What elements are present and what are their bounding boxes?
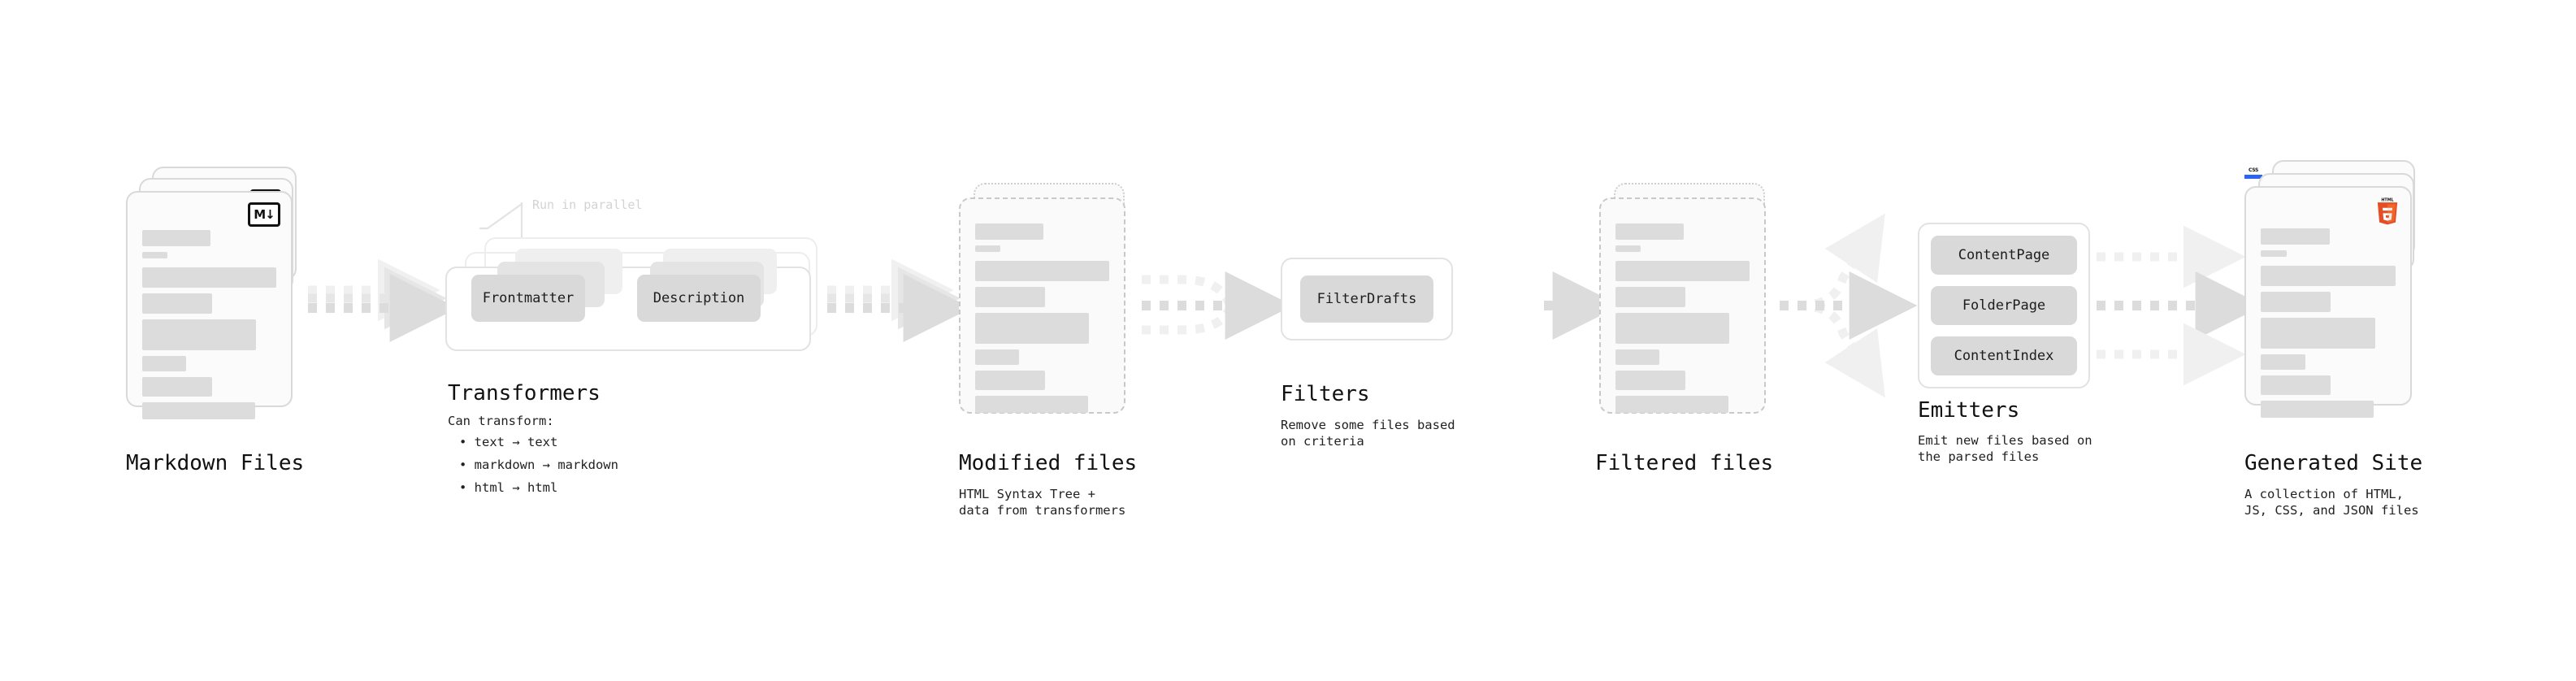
filters-caption: Remove some files based on criteria [1281,418,1455,449]
generated-site-caption: A collection of HTML, JS, CSS, and JSON … [2244,487,2419,518]
emitter-chip-folderpage[interactable]: FolderPage [1931,286,2077,325]
modified-card-front [959,197,1125,414]
filtered-card-front [1599,197,1766,414]
stage-title-filtered-files: Filtered files [1595,451,1774,475]
markdown-files-stack: M↓ M↓ M↓ [126,167,313,427]
filter-chip-filterdrafts[interactable]: FilterDrafts [1300,275,1433,323]
svg-text:HTML: HTML [2381,197,2393,202]
stage-title-transformers: Transformers [448,381,601,406]
skeleton-content [975,223,1109,419]
transformers-bullet-0: • text → text [459,435,558,449]
modified-files-caption: HTML Syntax Tree + data from transformer… [959,487,1126,518]
connector-transformers-to-modified [827,258,972,342]
connector-markdown-to-transformers [308,258,458,342]
site-card-front-html: HTML [2244,186,2412,418]
transformers-caption: Can transform: [448,414,554,428]
connector-filtered-to-emitters [1780,213,1918,398]
connector-modified-to-filters [1142,271,1294,340]
css-badge-icon [2244,167,2262,179]
skeleton-content [1615,223,1750,419]
emitter-chip-contentpage[interactable]: ContentPage [1931,236,2077,275]
emitter-chip-contentindex[interactable]: ContentIndex [1931,336,2077,375]
markdown-card-front: M↓ [126,191,293,419]
stage-title-markdown-files: Markdown Files [126,451,305,475]
generated-site-stack: HTML [2244,160,2431,428]
filters-group: FilterDrafts [1281,258,1468,355]
emitters-group: ContentPage FolderPage ContentIndex [1918,223,2121,401]
transformer-chip-description[interactable]: Description [637,275,761,322]
stage-title-emitters: Emitters [1918,398,2020,423]
transformers-group: ​ ​ ​ ​ Frontmatter Description [445,228,835,374]
transformer-chip-frontmatter[interactable]: Frontmatter [471,275,585,322]
skeleton-content [142,230,276,425]
markdown-badge-icon: M↓ [248,202,280,227]
run-in-parallel-annotation: Run in parallel [532,197,643,212]
filtered-files-stack [1599,183,1786,443]
transformers-bullet-2: • html → html [459,480,558,495]
skeleton-content [2261,228,2396,423]
emitters-caption: Emit new files based on the parsed files [1918,433,2092,464]
stage-title-generated-site: Generated Site [2244,451,2423,475]
modified-files-stack [959,183,1146,443]
html5-badge-icon: HTML [2375,197,2400,225]
stage-title-modified-files: Modified files [959,451,1138,475]
transformers-bullet-1: • markdown → markdown [459,458,618,472]
stage-title-filters: Filters [1281,382,1370,406]
